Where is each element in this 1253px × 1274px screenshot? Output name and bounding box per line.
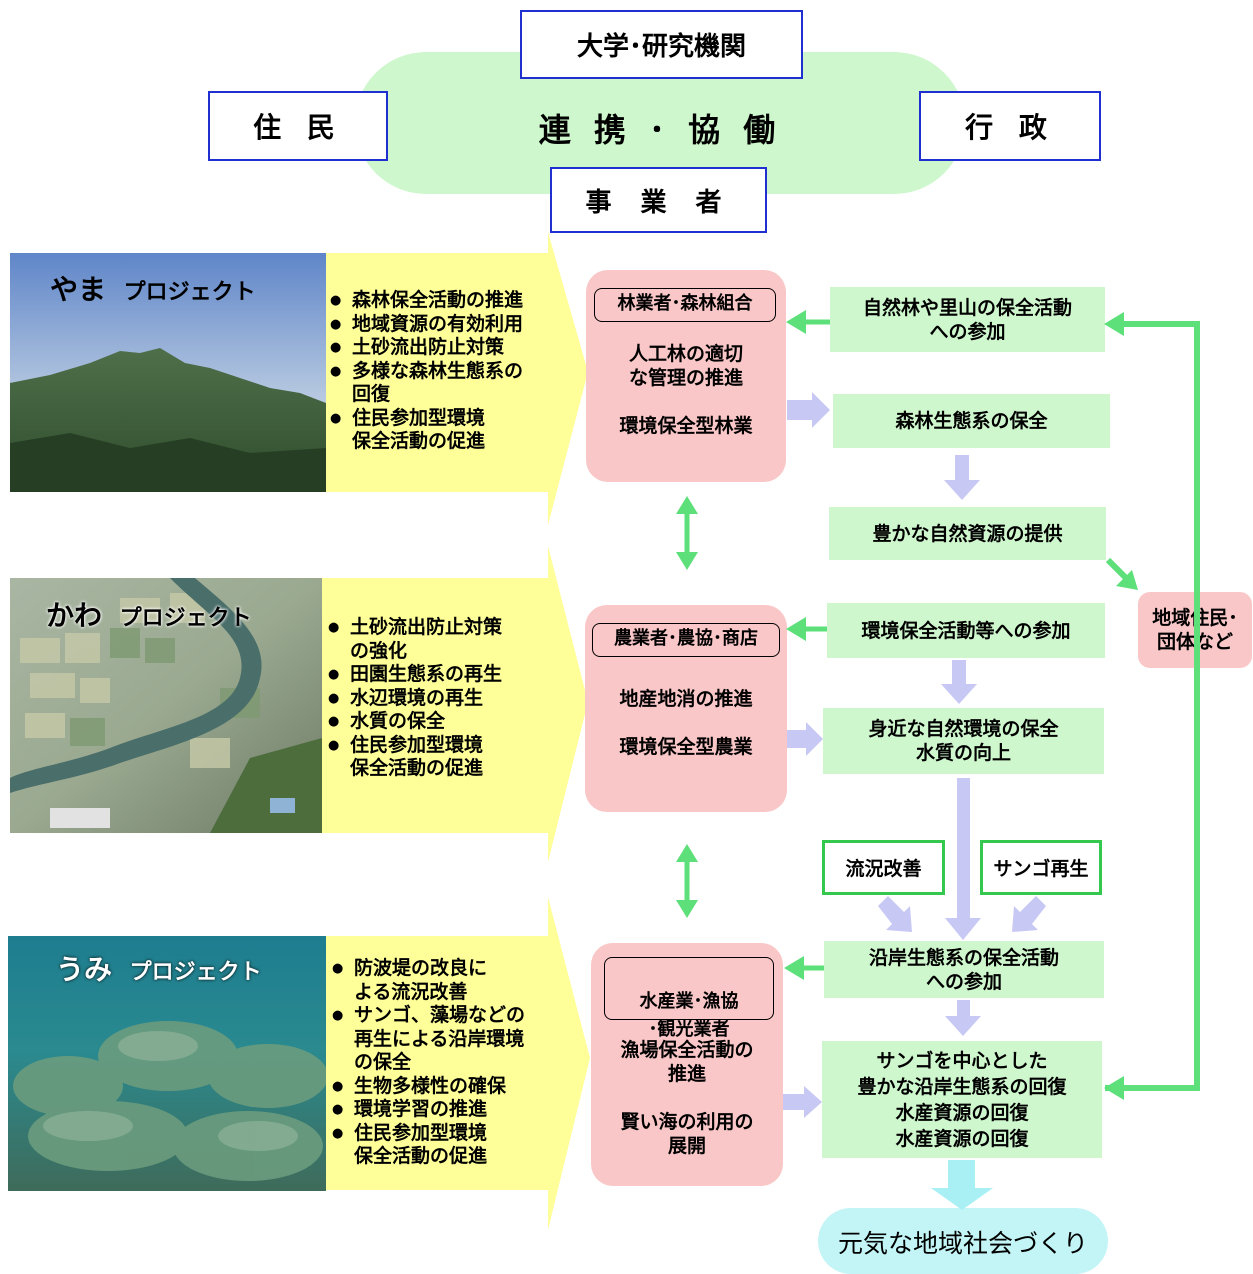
residents-box: 住 民 — [208, 91, 388, 161]
nearby-env-box: 身近な自然環境の保全 水質の向上 — [823, 708, 1104, 774]
cyan-arrow-final — [931, 1160, 993, 1210]
list-item: 防波堤の改良に よる流況改善 — [332, 957, 557, 1004]
kawa-title: かわ プロジェクト — [46, 594, 252, 634]
list-item: 多様な森林生態系の 回復 — [330, 360, 555, 407]
collaboration-label: 連 携 ･ 協 働 — [538, 111, 782, 149]
umi-title: うみ プロジェクト — [56, 948, 262, 988]
agriculture-text-2: 環境保全型農業 — [619, 736, 753, 758]
lavender-arrow-down-2 — [941, 660, 977, 704]
umi-title-sub: プロジェクト — [129, 960, 262, 985]
forestry-label: 林業者･森林組合 — [594, 288, 776, 322]
lavender-arrow-long — [945, 778, 981, 940]
forest-participation-box: 自然林や里山の保全活動 への参加 — [830, 287, 1105, 352]
umi-bullets: 防波堤の改良に よる流況改善 サンゴ、藻場などの 再生による沿岸環境 の保全 生… — [332, 957, 557, 1169]
kawa-bullets: 土砂流出防止対策 の強化 田園生態系の再生 水辺環境の再生 水質の保全 住民参加… — [328, 616, 553, 781]
yama-title: やま プロジェクト — [50, 268, 256, 308]
lavender-arrow-fish — [783, 1086, 822, 1118]
list-item: 地域資源の有効利用 — [330, 313, 555, 337]
kawa-photo — [10, 578, 322, 833]
river-image — [10, 578, 322, 833]
list-item: サンゴ、藻場などの 再生による沿岸環境 の保全 — [332, 1004, 557, 1075]
list-item: 森林保全活動の推進 — [330, 289, 555, 313]
green-left-arrow-2 — [786, 617, 827, 641]
business-box: 事 業 者 — [550, 167, 767, 233]
fishery-text-1: 漁場保全活動の 推進 — [620, 1039, 754, 1085]
lavender-arrow-agri — [787, 722, 823, 756]
lavender-arrow-down-3 — [945, 1000, 981, 1036]
yama-photo — [10, 253, 326, 492]
forestry-text-1: 人工林の適切 な管理の推進 — [628, 343, 743, 389]
list-item: 住民参加型環境 保全活動の促進 — [328, 734, 553, 781]
mountain-image — [10, 253, 326, 492]
list-item: 田園生態系の再生 — [328, 663, 553, 687]
forestry-text-2: 環境保全型林業 — [619, 415, 753, 437]
university-label: 大学･研究機関 — [576, 32, 746, 62]
fishery-label: 水産業･漁協 ･観光業者 — [604, 957, 774, 1040]
natural-resources-box: 豊かな自然資源の提供 — [829, 507, 1106, 560]
forest-conservation-box: 森林生態系の保全 — [833, 394, 1110, 448]
lavender-arrows — [783, 392, 1046, 1118]
agriculture-label: 農業者･農協･商店 — [592, 623, 780, 657]
green-loop-arrow — [1104, 312, 1200, 1100]
list-item: 水辺環境の再生 — [328, 687, 553, 711]
umi-title-main: うみ — [56, 953, 113, 986]
residents-label: 住 民 — [253, 111, 343, 144]
collaboration-text-wrap: 連 携 ･ 協 働 — [500, 100, 820, 156]
list-item: 住民参加型環境 保全活動の促進 — [332, 1122, 557, 1169]
yama-bullets: 森林保全活動の推進 地域資源の有効利用 土砂流出防止対策 多様な森林生態系の 回… — [330, 289, 555, 454]
green-double-arrow-2 — [676, 844, 698, 918]
list-item: 生物多様性の確保 — [332, 1075, 557, 1099]
coastal-participation-box: 沿岸生態系の保全活動 への参加 — [824, 941, 1104, 998]
umi-photo — [8, 936, 326, 1191]
agriculture-text-1: 地産地消の推進 — [619, 688, 753, 710]
green-left-arrow-1 — [786, 310, 830, 334]
lavender-arrow-down-1 — [944, 455, 980, 500]
env-participation-box: 環境保全活動等への参加 — [827, 603, 1105, 658]
list-item: 住民参加型環境 保全活動の促進 — [330, 407, 555, 454]
list-item: 土砂流出防止対策 の強化 — [328, 616, 553, 663]
university-box: 大学･研究機関 — [520, 10, 803, 79]
lavender-arrow-diag-left — [878, 896, 912, 932]
administration-box: 行 政 — [919, 91, 1101, 161]
current-improvement-box: 流況改善 — [822, 840, 945, 895]
list-item: 土砂流出防止対策 — [330, 336, 555, 360]
list-item: 水質の保全 — [328, 710, 553, 734]
coral-regeneration-box: サンゴ再生 — [980, 840, 1102, 895]
kawa-title-main: かわ — [46, 599, 103, 632]
coastal-recovery-box: サンゴを中心とした 豊かな沿岸生態系の回復 水産資源の回復 水産資源の回復 — [822, 1041, 1102, 1158]
list-item: 環境学習の推進 — [332, 1098, 557, 1122]
green-diagonal-arrow — [1105, 557, 1138, 590]
coral-image — [8, 936, 326, 1191]
lavender-arrow-diag-right — [1012, 896, 1046, 932]
administration-label: 行 政 — [965, 111, 1055, 144]
fishery-text-2: 賢い海の利用の 展開 — [620, 1111, 754, 1157]
green-double-arrow-1 — [676, 496, 698, 570]
lavender-arrow-forest — [787, 392, 830, 428]
business-label: 事 業 者 — [585, 187, 732, 218]
yama-title-sub: プロジェクト — [123, 280, 256, 305]
yama-title-main: やま — [50, 273, 107, 306]
kawa-title-sub: プロジェクト — [119, 606, 252, 631]
green-left-arrow-3 — [784, 956, 824, 980]
